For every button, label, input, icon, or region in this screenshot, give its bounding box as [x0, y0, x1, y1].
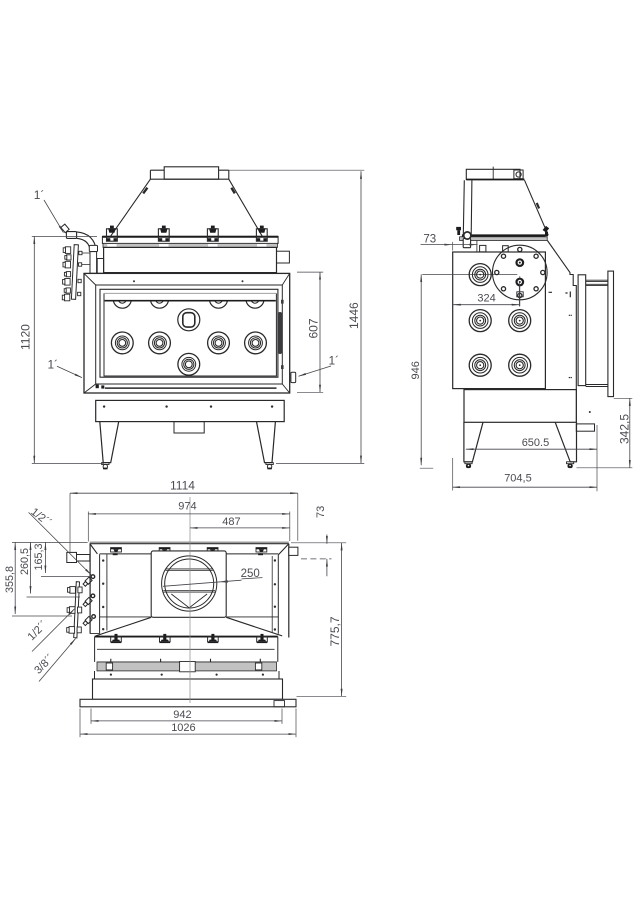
svg-text:942: 942: [173, 709, 191, 721]
svg-text:324: 324: [477, 293, 495, 305]
svg-text:487: 487: [222, 516, 240, 528]
svg-text:1´: 1´: [329, 354, 340, 368]
svg-text:73: 73: [423, 233, 436, 245]
svg-text:260,5: 260,5: [19, 548, 31, 575]
svg-text:946: 946: [410, 361, 422, 379]
svg-text:1´: 1´: [34, 188, 45, 202]
svg-text:1/2´´: 1/2´´: [26, 619, 50, 643]
svg-text:607: 607: [306, 318, 320, 338]
svg-text:355,8: 355,8: [4, 566, 16, 593]
svg-text:1114: 1114: [170, 479, 195, 493]
svg-text:1/2´´: 1/2´´: [28, 506, 53, 529]
svg-text:1446: 1446: [347, 302, 361, 329]
svg-text:250: 250: [241, 568, 260, 580]
svg-text:1120: 1120: [19, 324, 33, 350]
svg-text:165,3: 165,3: [33, 543, 45, 570]
svg-text:1´: 1´: [48, 358, 59, 372]
svg-text:704,5: 704,5: [504, 472, 532, 484]
svg-text:974: 974: [178, 501, 196, 513]
svg-text:342,5: 342,5: [617, 414, 631, 444]
svg-text:775,7: 775,7: [328, 616, 342, 646]
svg-text:650.5: 650.5: [522, 437, 550, 449]
svg-text:73: 73: [315, 506, 327, 518]
svg-text:1026: 1026: [171, 722, 195, 734]
